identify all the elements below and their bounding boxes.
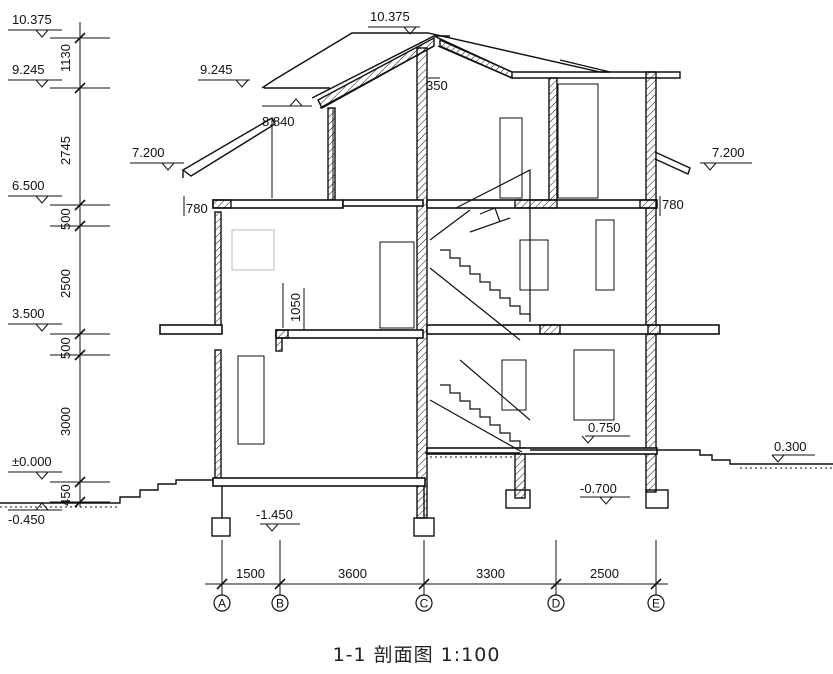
axis-bubble-e: E: [647, 594, 665, 612]
hdim-1500: 1500: [236, 566, 265, 581]
axis-bubble-a: A: [213, 594, 231, 612]
axis-label-d: D: [552, 597, 561, 611]
vdim-500-upper: 500: [58, 208, 73, 230]
local-dim-lines: [183, 77, 661, 330]
axis-bubbles: A B C D E: [213, 594, 665, 612]
elev-9-245-left: 9.245: [12, 62, 45, 77]
elev-minus-0-700: -0.700: [580, 481, 617, 496]
dim-780-right: 780: [662, 197, 684, 212]
elev-9-245: 9.245: [200, 62, 233, 77]
dim-1050: 1050: [288, 293, 303, 322]
elev-7-200-right: 7.200: [712, 145, 745, 160]
walls: [214, 47, 657, 519]
dim-780-left: 780: [186, 201, 208, 216]
vdim-2745: 2745: [58, 136, 73, 165]
hdim-2500: 2500: [590, 566, 619, 581]
elev-7-200-left: 7.200: [132, 145, 165, 160]
vdim-500-lower: 500: [58, 337, 73, 359]
footings: [211, 486, 669, 537]
elev-10-375-left: 10.375: [12, 12, 52, 27]
hdim-3600: 3600: [338, 566, 367, 581]
elev-0-750: 0.750: [588, 420, 621, 435]
elev-minus-1-450: -1.450: [256, 507, 293, 522]
hdim-3300: 3300: [476, 566, 505, 581]
elev-3-500: 3.500: [12, 306, 45, 321]
axis-label-a: A: [218, 597, 226, 611]
axis-label-c: C: [420, 597, 429, 611]
openings: [231, 83, 615, 445]
drawing-caption: 1-1 剖面图 1:100: [332, 644, 501, 666]
ground-hatching: [0, 453, 833, 508]
roof: [181, 32, 691, 178]
ground-line: [0, 449, 833, 504]
roof-slab-right: [439, 38, 513, 80]
elevation-markers-right: [260, 435, 815, 532]
elev-minus-0-450: -0.450: [8, 512, 45, 527]
vdim-1130: 1130: [58, 44, 73, 72]
roof-elevation-markers: [130, 26, 752, 171]
elev-0-000: ±0.000: [12, 454, 52, 469]
dim-350: 350: [426, 78, 448, 93]
axis-label-e: E: [652, 597, 660, 611]
floor-slabs: [159, 199, 720, 487]
axis-bubble-d: D: [547, 594, 565, 612]
axis-label-b: B: [276, 597, 284, 611]
elev-8-840: 8.840: [262, 114, 295, 129]
elevation-markers-left: [8, 29, 62, 511]
elev-0-300: 0.300: [774, 439, 807, 454]
vdim-2500: 2500: [58, 269, 73, 298]
elev-6-500: 6.500: [12, 178, 45, 193]
vdim-450: 450: [58, 484, 73, 506]
axis-bubble-c: C: [415, 594, 433, 612]
vertical-dimension-chain: [50, 22, 110, 508]
elev-10-375-top: 10.375: [370, 9, 410, 24]
roof-slab-left: [317, 36, 435, 109]
horizontal-dimension-chain: [205, 540, 668, 596]
vdim-3000: 3000: [58, 407, 73, 436]
axis-bubble-b: B: [271, 594, 289, 612]
